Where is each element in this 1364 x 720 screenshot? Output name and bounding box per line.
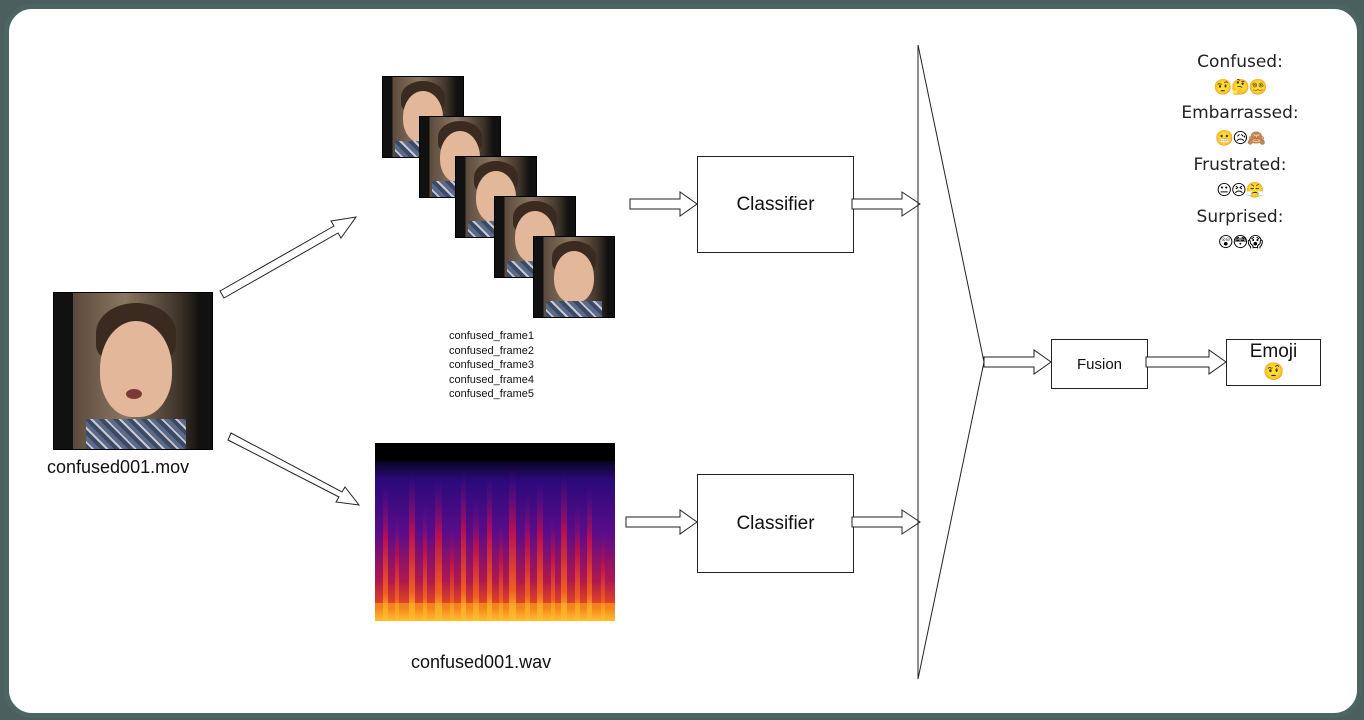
legend-title-confused: Confused: — [1197, 52, 1283, 72]
frame-label: confused_frame4 — [449, 373, 534, 386]
legend-title-embarrassed: Embarrassed: — [1181, 103, 1299, 123]
legend-emojis-embarrassed: 😬😥🙈 — [1215, 129, 1266, 147]
audio-classifier-box: Classifier — [697, 474, 854, 573]
merge-funnel — [917, 44, 985, 680]
arrow-classifier1-out — [851, 191, 921, 217]
arrow-to-fusion — [983, 349, 1052, 375]
frame-label: confused_frame2 — [449, 344, 534, 357]
frame-label-list: confused_frame1 confused_frame2 confused… — [449, 329, 534, 402]
legend-emojis-confused: 🤨🤔😵‍💫 — [1213, 78, 1267, 96]
flow-arrows — [219, 44, 1227, 680]
legend-emojis-frustrated: 😐😣😤 — [1216, 181, 1265, 199]
audio-spectrogram — [375, 443, 615, 621]
arrow-to-frames — [219, 216, 358, 299]
diagram-canvas: confused001.mov confused_frame1 confused… — [4, 4, 1362, 718]
arrow-frames-to-classifier — [629, 191, 698, 217]
arrow-to-spectrogram — [227, 432, 361, 506]
frame-label: confused_frame5 — [449, 388, 534, 401]
frame-image — [533, 236, 615, 318]
audio-filename: confused001.wav — [411, 652, 552, 672]
emoji-output-label: Emoji — [1249, 341, 1298, 362]
fusion-label: Fusion — [1076, 355, 1123, 373]
legend-title-surprised: Surprised: — [1196, 207, 1284, 227]
arrow-spec-to-classifier — [625, 509, 698, 535]
image-classifier-box: Classifier — [697, 156, 854, 253]
emoji-output-icon: 🤨 — [1263, 362, 1284, 382]
fusion-box: Fusion — [1051, 339, 1148, 389]
frame-label: confused_frame1 — [449, 330, 534, 342]
classifier-label: Classifier — [736, 512, 815, 534]
frame-label: confused_frame3 — [449, 359, 534, 372]
legend-title-frustrated: Frustrated: — [1193, 155, 1287, 175]
classifier-label: Classifier — [736, 193, 815, 215]
arrow-classifier2-out — [851, 509, 921, 535]
video-filename: confused001.mov — [47, 457, 190, 477]
video-thumbnail — [53, 292, 213, 450]
legend-emojis-surprised: 😲😳😱 — [1218, 233, 1263, 251]
emoji-output-box: Emoji 🤨 — [1226, 339, 1321, 386]
arrow-to-emoji — [1145, 349, 1227, 375]
